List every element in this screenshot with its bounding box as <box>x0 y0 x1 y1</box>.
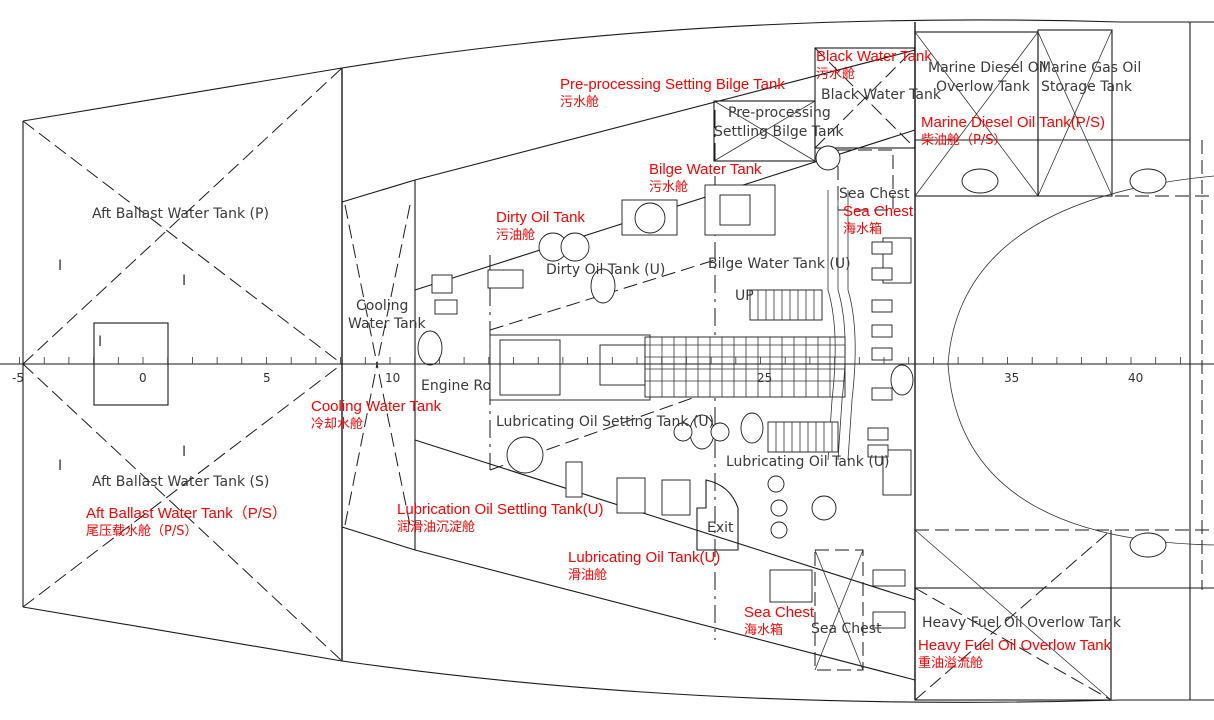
cad-label-marker: I <box>58 258 62 274</box>
annotation-en: Black Water Tank <box>816 48 932 65</box>
stairs-lower <box>767 421 839 453</box>
axis-tick-label: 0 <box>139 371 147 385</box>
cad-label-mgo-storage: Marine Gas Oil <box>1039 60 1141 76</box>
cooling-water-tank-shape <box>341 179 416 551</box>
annotation-cn: 冷却水舱 <box>311 417 364 432</box>
annotation-en: Cooling Water Tank <box>311 398 442 415</box>
cad-label-mgo-storage: Storage Tank <box>1041 79 1133 95</box>
axis-tick-label: 35 <box>1004 371 1019 385</box>
cad-label-aft-ballast-s: Aft Ballast Water Tank (S) <box>92 474 269 490</box>
annotation-preprocessing: Pre-processing Setting Bilge Tank 污水舱 <box>560 76 785 112</box>
annotation-en: Bilge Water Tank <box>649 161 762 178</box>
pump-symbol <box>871 299 893 313</box>
cad-label-marker: I <box>182 444 186 460</box>
annotation-cn: 污水舱 <box>816 67 856 82</box>
cad-label-marker: I <box>182 273 186 289</box>
axis-tick-label: 5 <box>263 371 271 385</box>
cad-label-engine-room: Engine Ro <box>421 378 491 394</box>
annotation-en: Heavy Fuel Oil Overlow Tank <box>918 637 1112 654</box>
sea-chest-lower-shape <box>814 549 864 671</box>
marine-oil-tanks-shape <box>914 29 1214 590</box>
cad-label-lube-settling-u: Lubricating Oil Setting Tank (U) <box>496 414 714 430</box>
exit-door <box>696 479 739 551</box>
axis-tick-label: 25 <box>757 371 772 385</box>
pump-symbol <box>871 347 893 361</box>
hfo-overflow-tank-shape <box>914 529 1214 701</box>
cad-label-exit: Exit <box>707 520 734 536</box>
cad-label-dirty-oil-u: Dirty Oil Tank (U) <box>546 262 665 278</box>
cad-label-aft-ballast-p: Aft Ballast Water Tank (P) <box>92 206 269 222</box>
cad-label-marker: I <box>98 334 102 350</box>
annotation-sea-chest-lower: Sea Chest 海水箱 <box>744 604 814 640</box>
annotation-cn: 污油舱 <box>496 228 536 243</box>
pump-symbol <box>871 324 893 338</box>
cad-label-lube-tank-u: Lubricating Oil Tank (U) <box>726 454 890 470</box>
annotation-en: Sea Chest <box>843 203 914 220</box>
annotation-sea-chest-upper: Sea Chest 海水箱 <box>843 203 913 239</box>
axis-tick-label: 10 <box>385 371 400 385</box>
annotation-lube-tank: Lubricating Oil Tank(U) 滑油舱 <box>568 549 720 585</box>
axis-tick-label: -5 <box>12 371 24 385</box>
annotation-aft-ballast: Aft Ballast Water Tank（P/S） 尾压载水舱（P/S） <box>86 505 287 541</box>
annotation-bilge-water: Bilge Water Tank 污水舱 <box>649 161 762 197</box>
annotation-en: Dirty Oil Tank <box>496 209 585 226</box>
equipment <box>431 145 912 629</box>
annotation-cn: 尾压载水舱（P/S） <box>86 524 198 539</box>
annotation-en: Pre-processing Setting Bilge Tank <box>560 76 785 93</box>
annotation-en: Marine Diesel Oil Tank(P/S) <box>921 114 1105 131</box>
annotation-en: Lubrication Oil Settling Tank(U) <box>397 501 604 518</box>
pump-symbol <box>871 387 893 401</box>
cad-label-cooling: Cooling <box>356 298 408 314</box>
cad-label-sea-chest-lower: Sea Chest <box>811 621 882 637</box>
cad-label-sea-chest-upper: Sea Chest <box>839 186 910 202</box>
annotation-cn: 润滑油沉淀舱 <box>397 520 476 535</box>
cad-label-up: UP <box>735 288 754 304</box>
pump-symbol <box>871 267 893 281</box>
annotation-cn: 重油溢流舱 <box>918 656 984 671</box>
cad-label-marker: I <box>58 458 62 474</box>
cad-label-cooling: Water Tank <box>348 316 427 332</box>
annotation-marine-diesel-oil: Marine Diesel Oil Tank(P/S) 柴油舱（P/S） <box>921 114 1105 150</box>
annotation-cn: 柴油舱（P/S） <box>921 133 1007 148</box>
cad-labels: Aft Ballast Water Tank (P) Aft Ballast W… <box>58 60 1141 637</box>
annotation-cn: 海水箱 <box>744 623 784 638</box>
annotation-cn: 海水箱 <box>843 222 883 237</box>
sea-chest-upper-shape <box>837 149 894 211</box>
annotation-dirty-oil: Dirty Oil Tank 污油舱 <box>496 209 585 245</box>
annotation-cn: 污水舱 <box>560 95 600 110</box>
baseline-axis: -5 0 5 10 25 35 40 <box>0 357 1214 385</box>
cad-label-hfo-overflow: Heavy Fuel Oil Overlow Tank <box>922 615 1122 631</box>
annotation-cn: 污水舱 <box>649 180 689 195</box>
annotation-hfo-overflow: Heavy Fuel Oil Overlow Tank 重油溢流舱 <box>918 637 1111 673</box>
cad-label-bilge-u: Bilge Water Tank (U) <box>708 256 851 272</box>
cad-label-mdo-overflow: Marine Diesel Oil <box>928 60 1047 76</box>
stairs-upper <box>749 289 823 321</box>
annotation-cn: 滑油舱 <box>568 568 608 583</box>
annotation-en: Sea Chest <box>744 604 815 621</box>
pump-symbol <box>867 427 889 441</box>
annotation-lube-settling: Lubrication Oil Settling Tank(U) 润滑油沉淀舱 <box>397 501 603 537</box>
hull-arc <box>947 175 1214 546</box>
annotation-cooling-water: Cooling Water Tank 冷却水舱 <box>311 398 441 434</box>
pump-symbol <box>867 444 889 458</box>
manholes <box>417 168 1167 558</box>
pump-symbol <box>871 241 893 255</box>
annotation-en: Aft Ballast Water Tank（P/S） <box>86 505 287 522</box>
cad-label-preprocessing: Pre-processing <box>728 105 831 121</box>
main-engine <box>489 334 846 401</box>
axis-tick-label: 40 <box>1128 371 1143 385</box>
pipe-route <box>827 190 856 461</box>
annotation-black-water: Black Water Tank 污水舱 <box>816 48 932 84</box>
annotation-en: Lubricating Oil Tank(U) <box>568 549 721 566</box>
aft-ballast-tank-shape <box>22 67 343 662</box>
cad-label-mdo-overflow: Overlow Tank <box>936 79 1031 95</box>
cad-label-preprocessing: Settling Bilge Tank <box>714 124 844 140</box>
cad-label-black-water: Black Water Tank <box>821 87 942 103</box>
